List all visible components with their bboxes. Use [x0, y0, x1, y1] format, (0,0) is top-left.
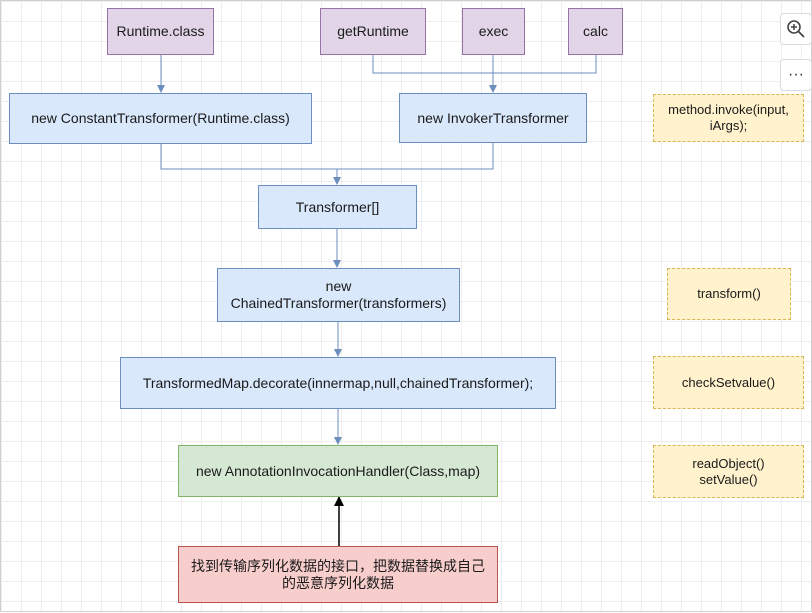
read-object-label: readObject() [692, 455, 765, 471]
connector-calc-to-invoker [493, 55, 597, 74]
calc-label: calc [583, 23, 608, 39]
calc-node[interactable]: calc [568, 8, 623, 55]
check-set-value-label: checkSetvalue() [681, 374, 776, 390]
transform-note-label: transform() [697, 286, 761, 301]
invoke-note-line1: method.invoke(input, [668, 102, 789, 117]
serialization-entry-line2: 的恶意序列化数据 [282, 574, 394, 591]
read-object-note[interactable]: readObject() setValue() [653, 445, 804, 498]
transformed-map-label: TransformedMap.decorate(innermap,null,ch… [142, 374, 534, 391]
annotation-handler-label: new AnnotationInvocationHandler(Class,ma… [195, 462, 481, 479]
constant-transformer-node[interactable]: new ConstantTransformer(Runtime.class) [9, 93, 312, 144]
exec-node[interactable]: exec [462, 8, 525, 55]
chained-transformer-line1: new [325, 278, 352, 294]
set-value-label: setValue() [699, 471, 758, 487]
transformed-map-node[interactable]: TransformedMap.decorate(innermap,null,ch… [120, 357, 556, 409]
chained-transformer-node[interactable]: new ChainedTransformer(transformers) [217, 268, 460, 322]
transformer-array-node[interactable]: Transformer[] [258, 185, 417, 229]
check-set-value-note[interactable]: checkSetvalue() [653, 356, 804, 409]
runtime-class-label: Runtime.class [116, 23, 205, 39]
get-runtime-node[interactable]: getRuntime [320, 8, 426, 55]
chained-transformer-line2: ChainedTransformer(transformers) [230, 295, 447, 311]
transform-note[interactable]: transform() [667, 268, 791, 320]
serialization-entry-node[interactable]: 找到传输序列化数据的接口，把数据替换成自己 的恶意序列化数据 [178, 546, 498, 603]
connector-invoker-to-array [337, 143, 494, 170]
invoker-transformer-node[interactable]: new InvokerTransformer [399, 93, 587, 143]
transformer-array-label: Transformer[] [295, 198, 380, 215]
invoke-note[interactable]: method.invoke(input, iArgs); [653, 94, 804, 142]
annotation-handler-node[interactable]: new AnnotationInvocationHandler(Class,ma… [178, 445, 498, 497]
zoom-in-button[interactable] [780, 13, 812, 45]
more-options-icon: ··· [788, 66, 804, 83]
more-options-button[interactable]: ··· [780, 59, 812, 91]
exec-label: exec [478, 23, 509, 39]
connector-getruntime-to-invoker [372, 55, 493, 74]
constant-transformer-label: new ConstantTransformer(Runtime.class) [31, 110, 290, 126]
connector-constant-to-array [160, 144, 337, 170]
invoker-transformer-label: new InvokerTransformer [417, 109, 569, 126]
serialization-entry-line1: 找到传输序列化数据的接口，把数据替换成自己 [191, 557, 485, 574]
get-runtime-label: getRuntime [337, 23, 409, 39]
zoom-in-icon [787, 20, 805, 38]
invoke-note-line2: iArgs); [709, 118, 748, 133]
runtime-class-node[interactable]: Runtime.class [107, 8, 214, 55]
